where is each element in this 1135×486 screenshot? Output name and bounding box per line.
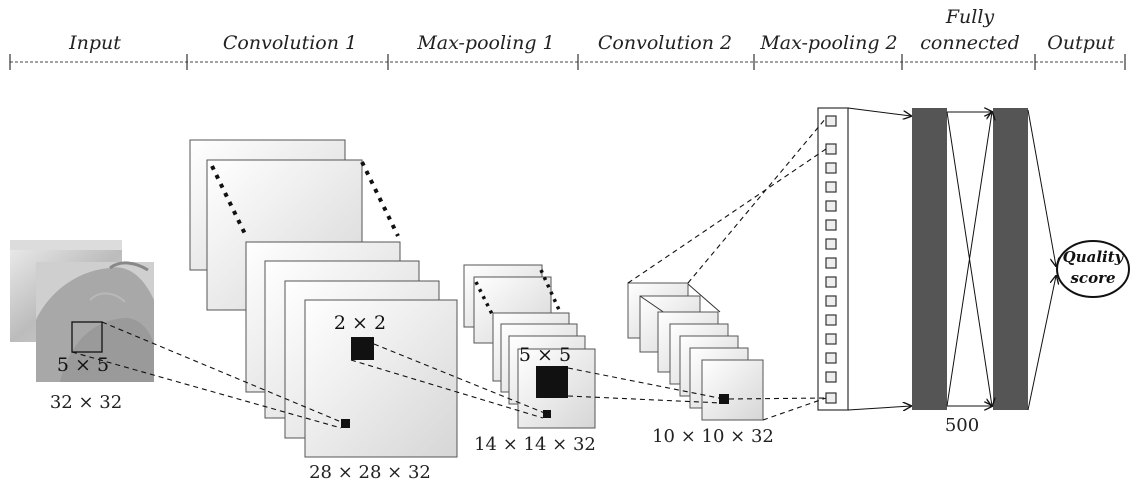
pool1-ellipsis-left [474,281,496,319]
pool2-flattened-vector [817,107,849,411]
dashed-connectors [71,117,827,429]
stage-header: Input Convolution 1 Max-pooling 1 Convol… [9,6,1126,70]
conv2-unit [719,394,729,404]
pool1-kernel-label: 5 × 5 [519,344,571,366]
solid-arrow-connectors [847,108,1056,410]
stage-label-fc-line1: Fully [945,6,995,28]
fc-layer-1 [912,108,947,410]
quality-score-label-line1: Quality [1063,248,1125,266]
fc-layer-2 [993,108,1028,410]
quality-score-node [1056,240,1130,298]
fc-dim-label: 500 [945,415,979,436]
input-kernel-label: 5 × 5 [57,354,109,376]
conv1-dim-label: 28 × 28 × 32 [309,462,431,483]
pool1-unit [543,410,551,418]
quality-score-label-line2: score [1070,269,1115,287]
stage-label-fc-line2: connected [920,32,1019,54]
conv1-ellipsis-left [210,165,248,237]
stage-label-output: Output [1047,32,1115,54]
input-kernel-box [71,321,103,353]
conv1-pool-window [351,337,374,360]
stage-label-pool1: Max-pooling 1 [416,32,554,54]
stage-label-conv1: Convolution 1 [223,32,357,54]
pool1-feature-maps [463,264,596,429]
conv2-feature-maps [627,282,764,421]
input-dim-label: 32 × 32 [50,392,122,413]
stage-label-pool2: Max-pooling 2 [759,32,897,54]
stage-label-input: Input [68,32,121,54]
pool1-dim-label: 14 × 14 × 32 [474,434,596,455]
conv1-ellipsis-right [360,161,400,237]
conv2-dim-label: 10 × 10 × 32 [652,426,774,447]
conv1-pool-label: 2 × 2 [334,312,386,334]
conv1-feature-maps [189,139,458,458]
stage-label-conv2: Convolution 2 [598,32,732,54]
pool1-kernel-window [536,366,568,398]
input-image [10,240,154,382]
